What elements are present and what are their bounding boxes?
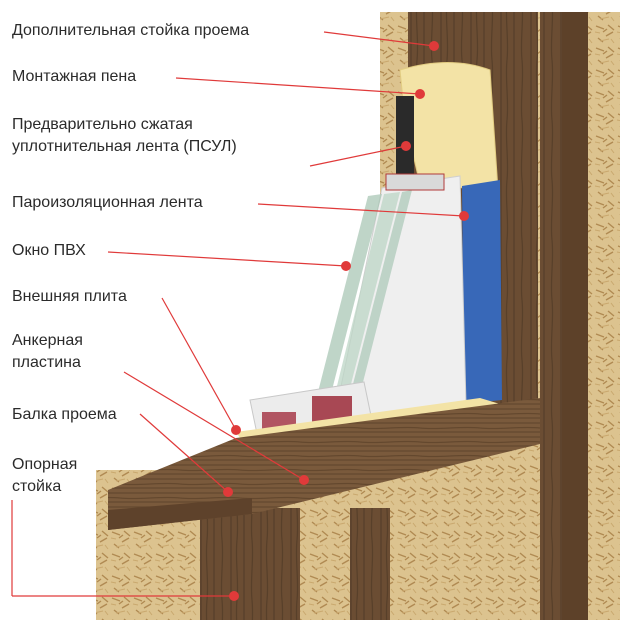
- label-line: Балка проема: [12, 406, 117, 423]
- label-opening-beam: Балка проема: [12, 404, 117, 426]
- marker-support-post: [229, 591, 239, 601]
- leader-outer-board: [161, 297, 237, 431]
- support-post-wood: [200, 508, 300, 620]
- label-pvc-window: Окно ПВХ: [12, 240, 86, 262]
- opening-beam-front: [108, 498, 252, 530]
- frame-top-section: [385, 173, 445, 191]
- leader-opening-extra-post: [323, 31, 435, 47]
- leader-anchor-plate: [123, 371, 305, 481]
- leader-psul-tape: [309, 145, 407, 167]
- support-post-right: [350, 508, 390, 620]
- label-support-post: Опорная стойка: [12, 454, 77, 498]
- marker-psul-tape: [401, 141, 411, 151]
- label-line: Опорная: [12, 456, 78, 473]
- marker-outer-board: [231, 425, 241, 435]
- leader-lines: [11, 31, 465, 597]
- label-line: уплотнительная лента (ПСУЛ): [12, 138, 237, 155]
- label-line: Пароизоляционная лента: [12, 194, 203, 211]
- label-markers: [223, 41, 469, 601]
- label-line: Дополнительная стойка проема: [12, 22, 250, 39]
- psul-tape-shape: [396, 96, 414, 184]
- label-line: Внешняя плита: [12, 288, 127, 305]
- label-line: стойка: [12, 478, 62, 495]
- glass-pane-1: [318, 194, 382, 392]
- vapor-barrier-tape-shape: [462, 180, 502, 404]
- label-line: Окно ПВХ: [12, 242, 86, 259]
- glass-pane-2: [336, 192, 400, 390]
- label-line: Анкерная: [12, 332, 83, 349]
- wall-osb-right: [588, 12, 620, 620]
- marker-pvc-window: [341, 261, 351, 271]
- label-line: Предварительно сжатая: [12, 116, 193, 133]
- marker-vapor-barrier-tape: [459, 211, 469, 221]
- label-line: пластина: [12, 354, 81, 371]
- label-mounting-foam: Монтажная пена: [12, 66, 136, 88]
- label-psul-tape: Предварительно сжатая уплотнительная лен…: [12, 114, 237, 158]
- label-vapor-barrier-tape: Пароизоляционная лента: [12, 192, 203, 214]
- label-outer-board: Внешняя плита: [12, 286, 127, 308]
- marker-opening-extra-post: [429, 41, 439, 51]
- label-opening-extra-post: Дополнительная стойка проема: [12, 20, 249, 42]
- label-anchor-plate: Анкерная пластина: [12, 330, 83, 374]
- opening-beam-shape: [108, 398, 540, 530]
- marker-anchor-plate: [299, 475, 309, 485]
- leader-mounting-foam: [175, 77, 421, 95]
- glass-pane-3: [352, 190, 412, 388]
- leader-pvc-window: [107, 251, 347, 267]
- marker-mounting-foam: [415, 89, 425, 99]
- marker-opening-beam: [223, 487, 233, 497]
- label-line: Монтажная пена: [12, 68, 137, 85]
- leader-vapor-barrier-tape: [257, 203, 465, 217]
- wall-post-2: [562, 12, 588, 620]
- leader-opening-beam: [139, 413, 229, 493]
